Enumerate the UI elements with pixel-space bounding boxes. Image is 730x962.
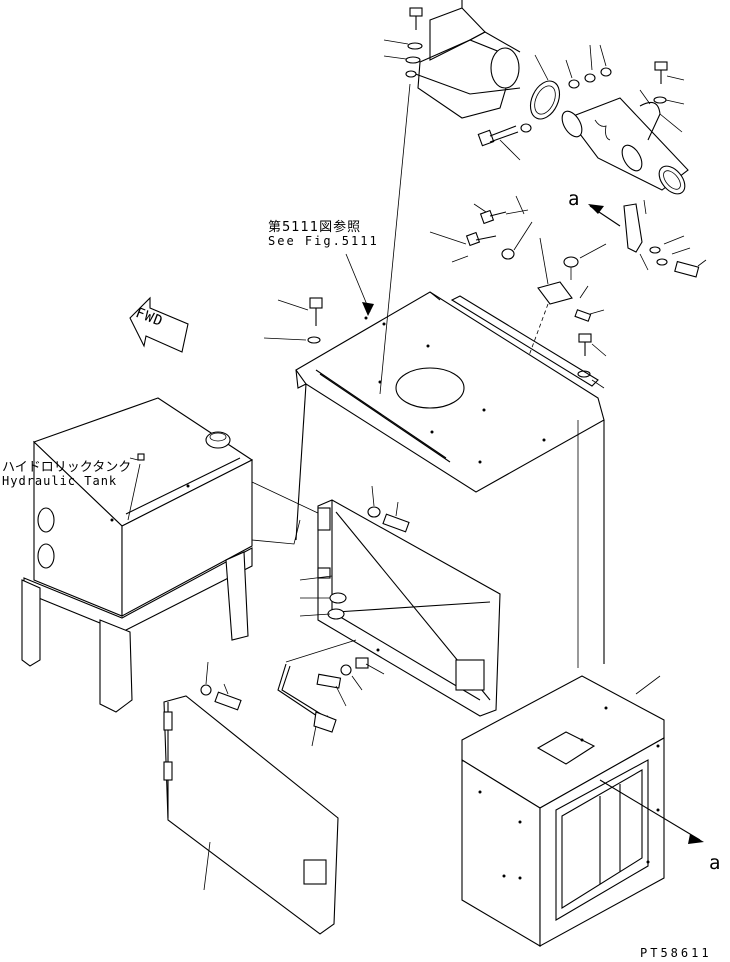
view-marker-a-bottom: a	[709, 852, 721, 874]
pipe-strap	[639, 61, 685, 141]
bolt-rod	[316, 648, 385, 707]
side-panel	[317, 499, 501, 717]
reference-label-jp: 第5111図参照	[268, 220, 362, 235]
fwd-arrow-icon	[129, 296, 189, 353]
intake-duct	[409, 0, 521, 119]
hydraulic-tank-label-en: Hydraulic Tank	[2, 474, 118, 488]
pipe-bracket	[623, 199, 707, 278]
prop-rod	[277, 663, 337, 747]
bolt-cover-right	[577, 333, 607, 389]
long-bolt	[477, 125, 521, 161]
view-a-arrow-bottom	[599, 779, 704, 844]
bolt-panel	[367, 485, 410, 533]
reference-label-en: See Fig.5111	[268, 234, 379, 248]
pins-and-bushings	[429, 195, 533, 263]
bolt-cover-left	[263, 297, 323, 344]
view-a-arrow-top	[588, 204, 621, 227]
bolt-top-left	[383, 7, 423, 78]
cabinet-frame	[461, 675, 665, 947]
bolt-door	[200, 661, 242, 711]
hose-clamp	[520, 44, 612, 133]
part-number: PT58611	[640, 946, 712, 960]
enclosure-body	[295, 291, 605, 668]
access-door	[163, 695, 339, 935]
view-marker-a-top: a	[568, 188, 580, 210]
intake-pipe	[561, 97, 689, 195]
hydraulic-tank	[21, 397, 254, 713]
access-plate	[537, 237, 607, 322]
hydraulic-tank-label-jp: ハイドロリックタンク	[2, 460, 132, 475]
